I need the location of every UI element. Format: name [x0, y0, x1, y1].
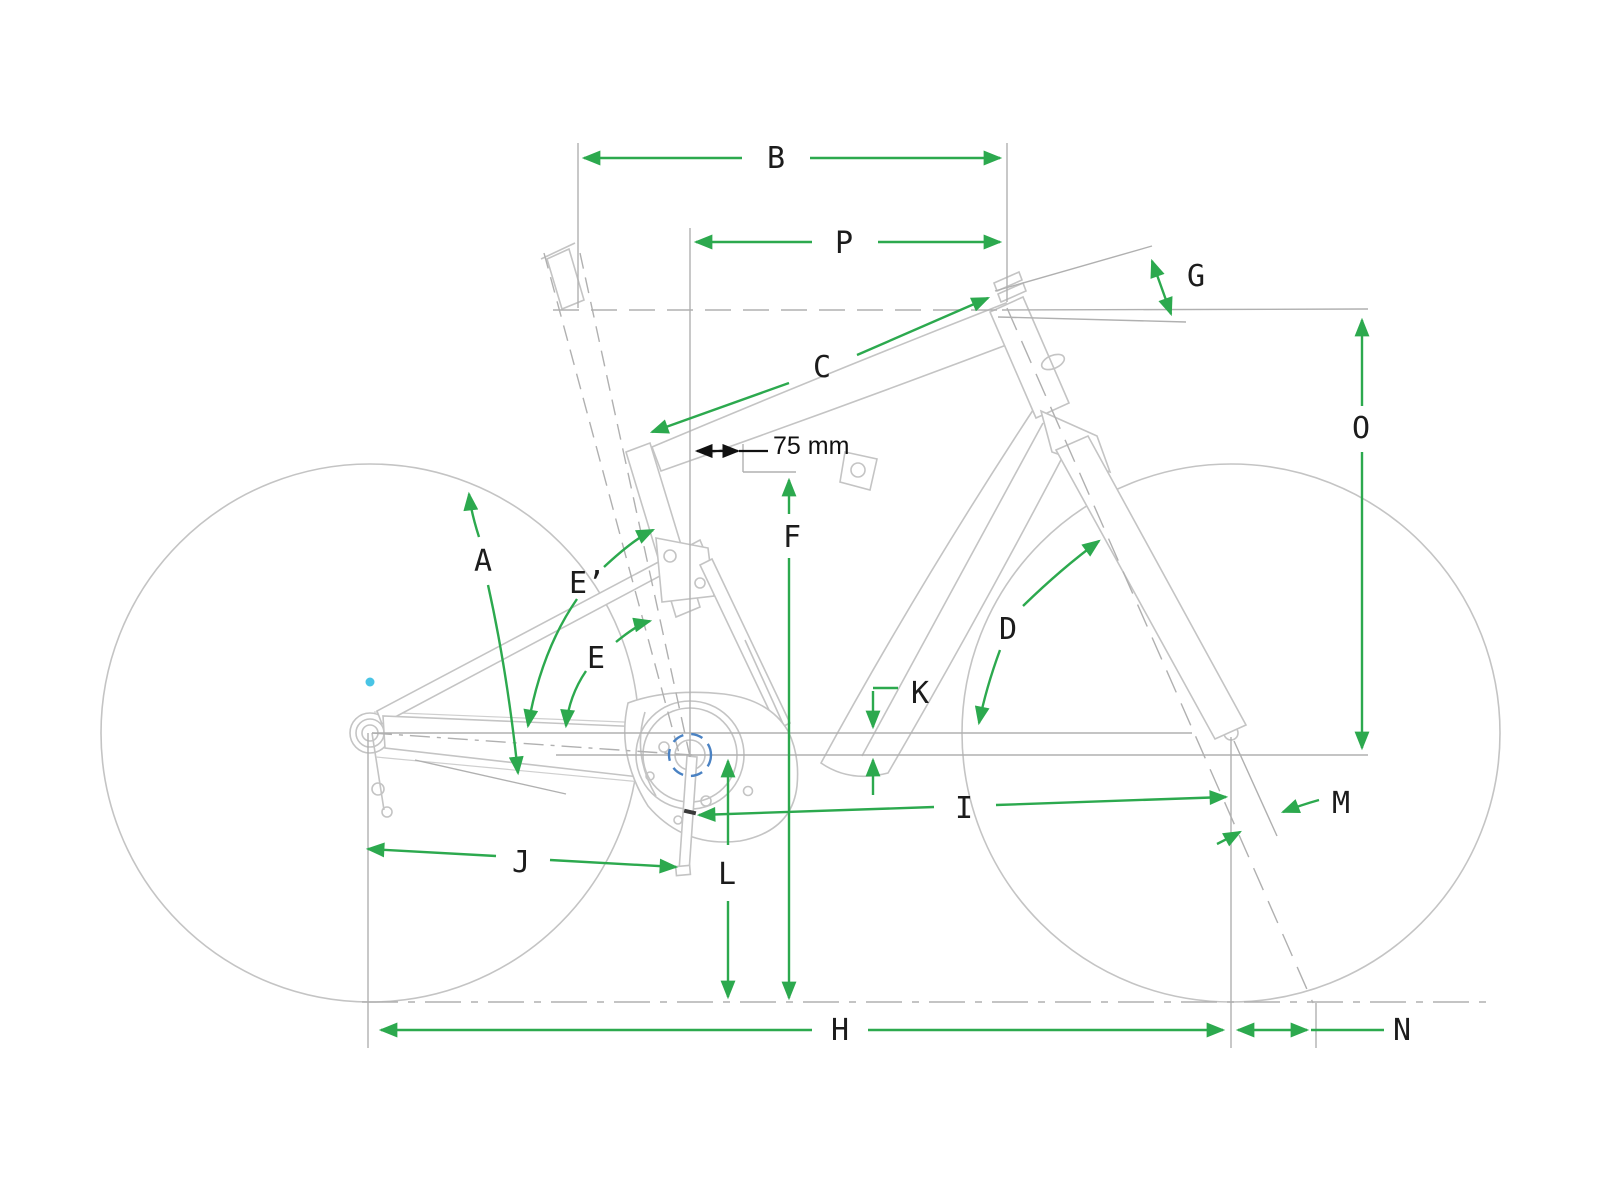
label-H: H — [831, 1013, 849, 1048]
measure-J: J — [365, 842, 679, 880]
label-M: M — [1332, 786, 1350, 821]
head-badge — [1040, 353, 1066, 371]
pedal-cap — [674, 864, 692, 877]
label-C: C — [813, 350, 831, 385]
measure-E-prime: E’ — [523, 528, 656, 729]
measure-C: C — [649, 296, 991, 434]
fork-leg — [1054, 434, 1248, 741]
crank-dark-mark — [683, 808, 697, 816]
construction-lines — [362, 143, 1490, 1048]
seat-angle-base-line — [414, 759, 567, 795]
measure-L: L — [718, 758, 736, 1000]
label-F: F — [783, 520, 801, 555]
motor-housing — [623, 691, 799, 843]
seat-axis-actual — [543, 252, 681, 758]
label-A: A — [474, 544, 492, 579]
headtube-top-perp — [994, 245, 1153, 292]
measure-75mm: 75 mm — [694, 432, 849, 460]
label-I: I — [955, 791, 973, 826]
label-P: P — [835, 226, 853, 261]
seatpost-stub — [546, 247, 585, 311]
chainstay-centerline — [371, 732, 693, 756]
hub-marker-dot — [365, 677, 375, 687]
measure-I: I — [696, 790, 1229, 826]
label-O: O — [1352, 411, 1370, 446]
label-J: J — [512, 845, 530, 880]
bb-highlight-circle — [667, 732, 713, 778]
measure-E: E — [560, 617, 653, 729]
measure-B: B — [581, 141, 1003, 176]
pivot — [850, 462, 866, 478]
upper-link-bracket — [839, 451, 878, 491]
measure-P: P — [693, 226, 1003, 261]
label-E-prime: E’ — [569, 566, 605, 601]
measure-G: G — [1150, 258, 1205, 317]
headtube-bottom-line — [997, 316, 1187, 323]
headtop-horizontal-solid — [1001, 308, 1369, 311]
label-E: E — [587, 641, 605, 676]
label-L: L — [718, 857, 736, 892]
label-75mm: 75 mm — [773, 432, 849, 460]
pivot — [663, 549, 677, 563]
pivot — [694, 577, 706, 589]
label-B: B — [767, 141, 785, 176]
measure-M: M — [1216, 786, 1350, 847]
down-tube — [819, 402, 1074, 778]
shock-shaft — [744, 639, 785, 727]
standover-tick — [742, 444, 796, 473]
measure-F: F — [781, 477, 801, 1001]
battery-line — [861, 422, 1044, 757]
label-N: N — [1393, 1013, 1411, 1048]
measure-K: K — [865, 676, 929, 795]
steering-axis — [1006, 307, 1314, 1004]
bike-sketch — [100, 242, 1501, 1003]
seatpost-cut — [540, 242, 576, 260]
annotations: B P C G O A E’ — [365, 141, 1411, 1048]
spacer-2 — [996, 281, 1028, 304]
measure-A: A — [463, 491, 524, 776]
label-G: G — [1187, 259, 1205, 294]
measure-D: D — [974, 539, 1101, 726]
measure-N: N — [1235, 1013, 1411, 1048]
measure-H: H — [378, 1013, 1226, 1048]
spacer-1 — [992, 270, 1024, 293]
measure-O: O — [1352, 317, 1370, 751]
label-D: D — [999, 612, 1017, 647]
seat-axis-effective — [579, 252, 691, 758]
label-K: K — [911, 676, 929, 711]
fork-offset-line — [1233, 740, 1278, 837]
